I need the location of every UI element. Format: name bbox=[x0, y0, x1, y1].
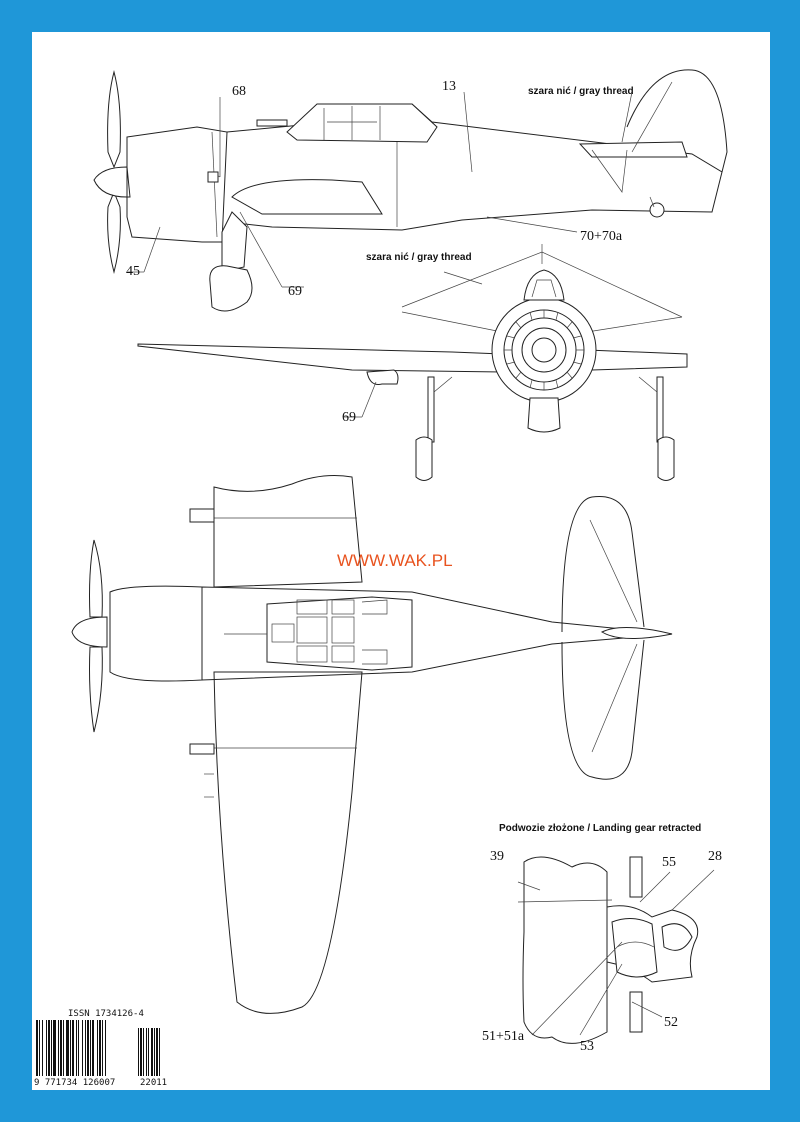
vertical-tail bbox=[626, 69, 728, 173]
barcode-bar bbox=[70, 1020, 71, 1076]
callout-69-front: 69 bbox=[342, 410, 356, 425]
barcode-bar bbox=[58, 1020, 59, 1076]
barcode-addon-bar bbox=[146, 1028, 147, 1076]
barcode-bar bbox=[87, 1020, 89, 1076]
callout-28: 28 bbox=[708, 849, 722, 864]
detail-gear-bay-top bbox=[629, 856, 643, 898]
barcode-bar bbox=[39, 1020, 40, 1076]
barcode-bar bbox=[97, 1020, 98, 1076]
wing-front-right bbox=[586, 349, 688, 371]
barcode-bar bbox=[105, 1020, 106, 1076]
barcode-bar bbox=[66, 1020, 69, 1076]
labels: 13 68 45 69 70+70a 69 szara nić / gray t… bbox=[126, 79, 722, 1054]
prop-top-upper bbox=[89, 539, 103, 618]
barcode-bar bbox=[63, 1020, 64, 1076]
front-wheel-right bbox=[657, 436, 675, 481]
tail-wheel bbox=[649, 202, 665, 218]
barcode-bar bbox=[99, 1020, 101, 1076]
barcode-addon-bar bbox=[154, 1028, 155, 1076]
fuselage-top bbox=[201, 586, 673, 681]
detail-gear-bay-bottom bbox=[629, 991, 643, 1033]
cowling bbox=[126, 126, 228, 243]
barcode-bars bbox=[36, 1020, 106, 1076]
wing-root-side bbox=[231, 179, 383, 215]
callout-70-70a: 70+70a bbox=[580, 229, 623, 244]
propeller-blade-bottom bbox=[107, 190, 121, 274]
barcode-number: 9 771734 126007 bbox=[34, 1078, 115, 1088]
spinner bbox=[93, 166, 131, 198]
barcode-addon-bar bbox=[151, 1028, 153, 1076]
propeller-blade-top bbox=[107, 70, 121, 169]
callout-45: 45 bbox=[126, 264, 140, 279]
spinner-top bbox=[71, 616, 108, 648]
prop-top-lower bbox=[89, 646, 103, 733]
front-wheel-left bbox=[415, 436, 433, 481]
callout-39: 39 bbox=[490, 849, 504, 864]
barcode-addon-bar bbox=[159, 1028, 160, 1076]
detail-wing-root bbox=[522, 856, 608, 1044]
detail-wheel bbox=[611, 918, 658, 978]
callout-52: 52 bbox=[664, 1015, 678, 1030]
barcode-bar bbox=[72, 1020, 74, 1076]
gear-retracted-detail bbox=[517, 856, 715, 1044]
callout-68: 68 bbox=[232, 84, 246, 99]
barcode-bar bbox=[51, 1020, 52, 1076]
front-gear-right bbox=[656, 376, 664, 443]
cowling-top bbox=[109, 585, 203, 682]
barcode-bar bbox=[92, 1020, 94, 1076]
barcode-bar bbox=[76, 1020, 77, 1076]
cockpit-top bbox=[266, 596, 413, 671]
canopy-front bbox=[523, 269, 565, 301]
front-view bbox=[137, 244, 688, 481]
callout-55: 55 bbox=[662, 855, 676, 870]
barcode-bar bbox=[78, 1020, 79, 1076]
top-view bbox=[71, 475, 673, 1014]
canopy-side bbox=[286, 103, 438, 143]
barcode-bar bbox=[90, 1020, 91, 1076]
callout-13: 13 bbox=[442, 79, 456, 94]
tailplane-lower bbox=[561, 639, 645, 780]
side-view bbox=[93, 69, 728, 312]
tailplane-upper bbox=[561, 495, 645, 633]
aircraft-drawing: 13 68 45 69 70+70a 69 szara nić / gray t… bbox=[32, 69, 728, 1090]
barcode-bar bbox=[48, 1020, 50, 1076]
rudder-top bbox=[600, 626, 673, 640]
barcode-addon-bar bbox=[140, 1028, 142, 1076]
main-gear-leg bbox=[221, 211, 248, 273]
canopy-frames-top bbox=[271, 599, 388, 665]
wing-front-left bbox=[137, 343, 503, 373]
engine-cylinders bbox=[504, 310, 584, 390]
caption-landing-gear-retracted: Podwozie złożone / Landing gear retracte… bbox=[499, 823, 701, 834]
fitting-69 bbox=[366, 369, 399, 385]
barcode-bar bbox=[36, 1020, 38, 1076]
barcode-addon-bar bbox=[143, 1028, 144, 1076]
barcode-bar bbox=[102, 1020, 103, 1076]
issn-text: ISSN 1734126-4 bbox=[68, 1009, 144, 1019]
front-gear-left bbox=[427, 376, 435, 443]
barcode-addon-bar bbox=[148, 1028, 149, 1076]
barcode-bar bbox=[60, 1020, 62, 1076]
barcode-bar bbox=[82, 1020, 83, 1076]
brand-url: WWW.WAK.PL bbox=[337, 551, 453, 570]
chin-intake bbox=[527, 397, 561, 433]
gun-sight bbox=[256, 119, 288, 127]
wing-top-lower bbox=[213, 671, 363, 1014]
drawing-sheet: 13 68 45 69 70+70a 69 szara nić / gray t… bbox=[32, 32, 770, 1090]
wing-top-upper bbox=[213, 475, 363, 588]
callout-69-side: 69 bbox=[288, 284, 302, 299]
barcode-bar bbox=[85, 1020, 86, 1076]
barcode-addon-bars bbox=[138, 1028, 160, 1076]
callout-53: 53 bbox=[580, 1039, 594, 1054]
barcode-addon: 22011 bbox=[140, 1078, 167, 1088]
barcode-addon-bar bbox=[156, 1028, 158, 1076]
barcode-bar bbox=[46, 1020, 47, 1076]
callout-51-51a: 51+51a bbox=[482, 1029, 525, 1044]
caption-gray-thread-side: szara nić / gray thread bbox=[528, 86, 634, 97]
main-wheel-side bbox=[209, 265, 253, 312]
caption-gray-thread-front: szara nić / gray thread bbox=[366, 252, 472, 263]
barcode-bar bbox=[42, 1020, 43, 1076]
barcode-block: ISSN 1734126-4 9 771734 126007 22011 bbox=[32, 1002, 172, 1090]
barcode-addon-bar bbox=[138, 1028, 139, 1076]
barcode-bar bbox=[53, 1020, 56, 1076]
